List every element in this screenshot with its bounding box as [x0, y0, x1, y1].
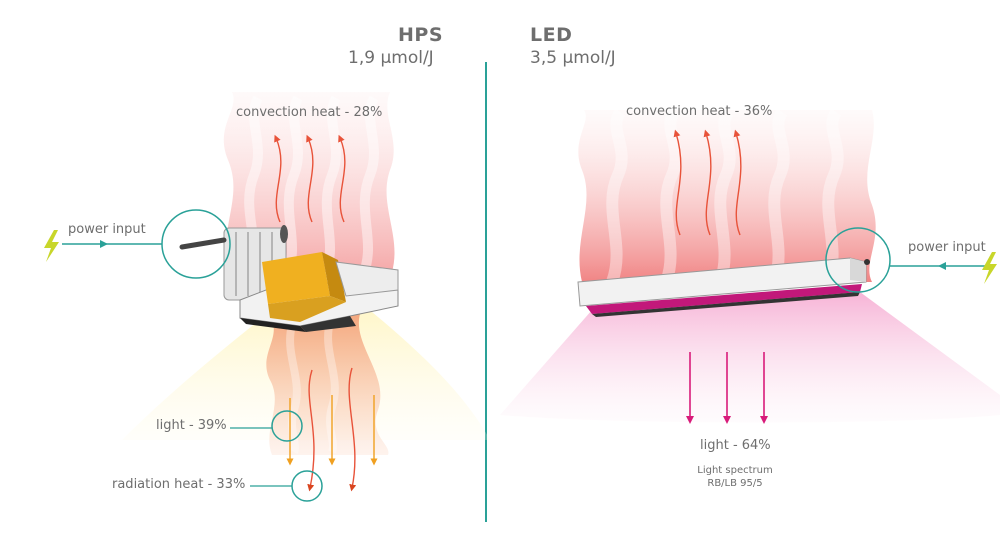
hps-power-label: power input [68, 222, 146, 237]
led-efficiency: 3,5 µmol/J [530, 48, 616, 68]
led-title: LED [530, 24, 573, 46]
hps-radiation-plume [266, 314, 389, 455]
led-power-port [864, 259, 870, 265]
led-convection-arrows [673, 129, 742, 236]
led-spectrum-label: Light spectrum RB/LB 95/5 [680, 464, 790, 490]
led-lightning-icon [982, 252, 997, 284]
hps-light-arrows [286, 395, 378, 466]
led-power-zoom-circle [825, 227, 891, 293]
hps-radiation-label: radiation heat - 33% [112, 477, 246, 492]
led-convection-label: convection heat - 36% [626, 104, 773, 119]
hps-convection-plume [223, 92, 395, 274]
hps-efficiency: 1,9 µmol/J [348, 48, 434, 68]
led-spectrum-line2: RB/LB 95/5 [707, 478, 763, 489]
led-light-cone [500, 292, 1000, 423]
led-convection-plume [578, 108, 876, 285]
led-spectrum-line1: Light spectrum [697, 465, 773, 476]
hps-light-label: light - 39% [156, 418, 227, 433]
led-fixture [577, 257, 867, 317]
hps-convection-arrows [274, 134, 346, 223]
hps-convection-label: convection heat - 28% [236, 105, 383, 120]
hps-lightning-icon [44, 230, 59, 262]
hps-light-callout-circle [271, 410, 303, 442]
led-light-arrows [686, 352, 768, 424]
hps-power-cable [179, 237, 227, 250]
hps-radiation-callout-circle [291, 470, 323, 502]
hps-fixture [223, 225, 399, 332]
led-light-label: light - 64% [700, 438, 771, 453]
hps-radiation-arrows [307, 367, 357, 492]
led-power-label: power input [908, 240, 986, 255]
hps-title: HPS [398, 24, 444, 46]
